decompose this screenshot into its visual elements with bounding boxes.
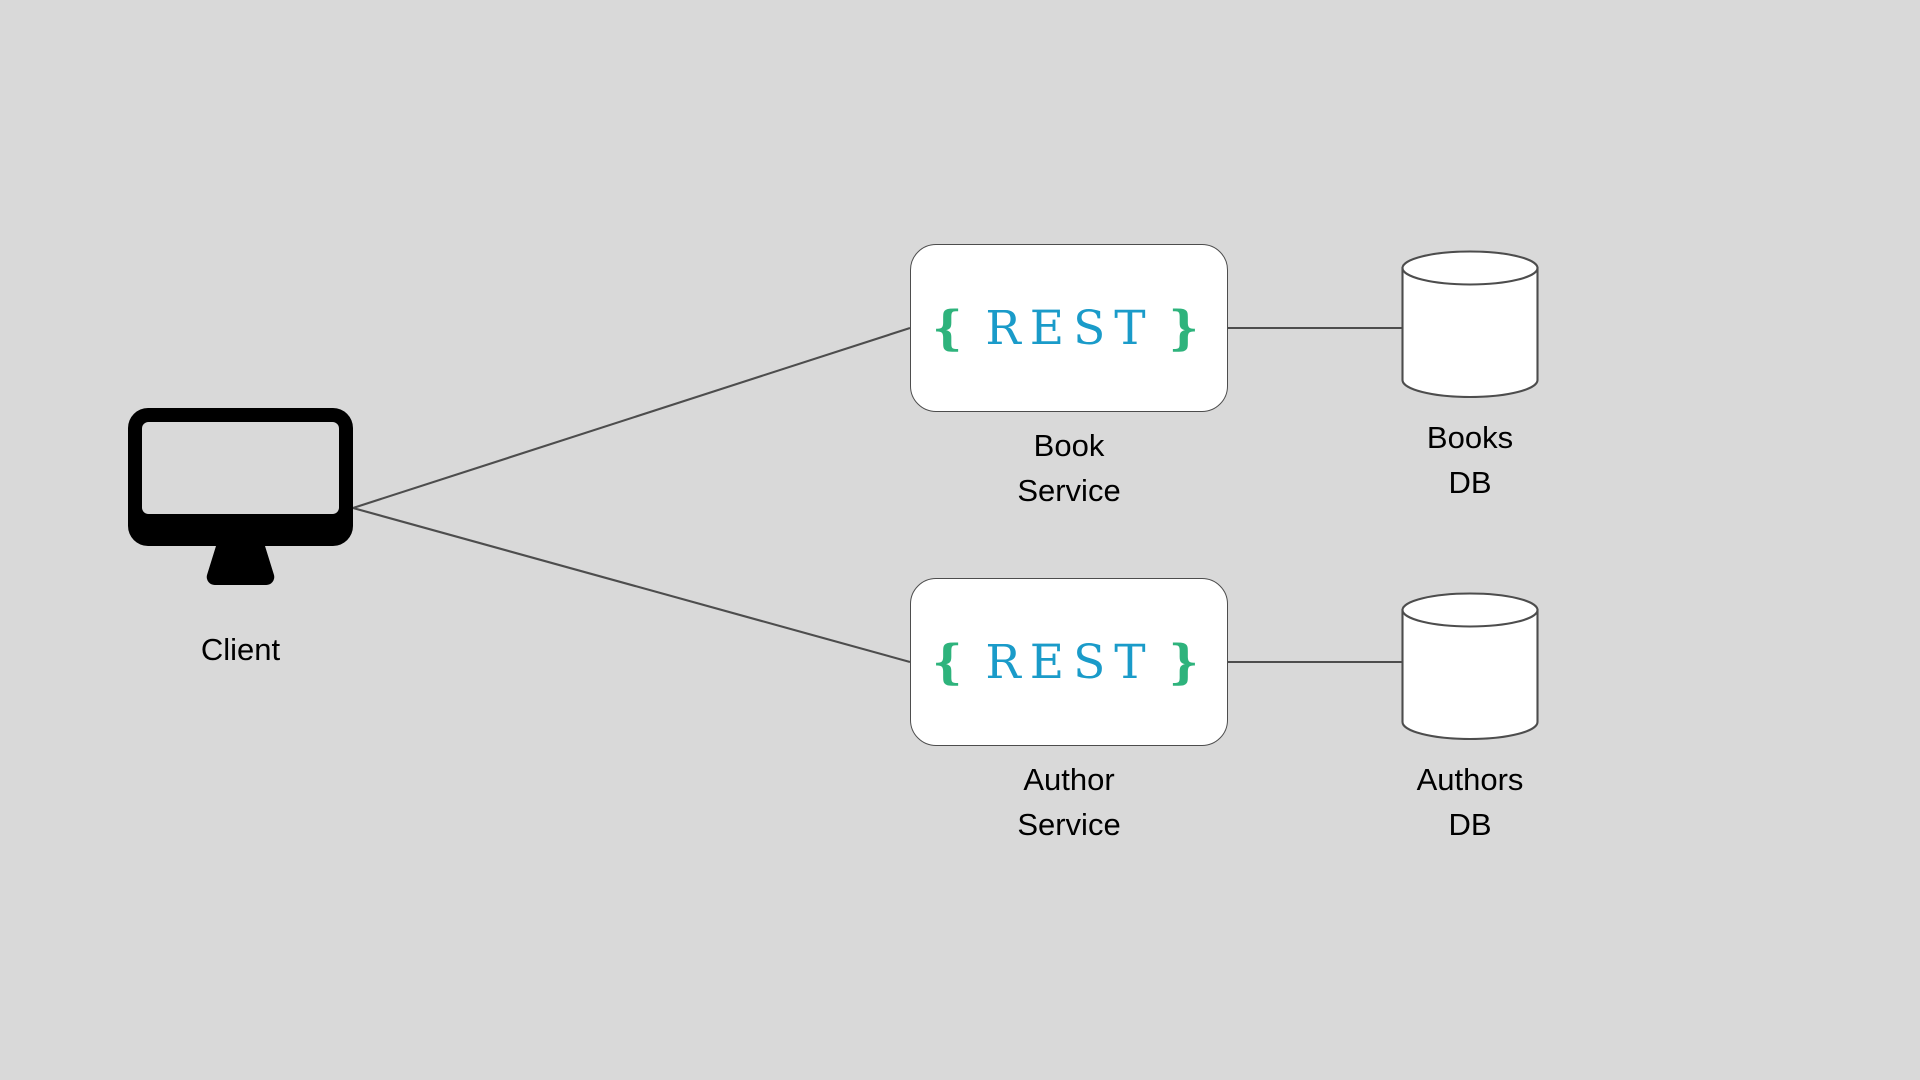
rest-logo-text: REST <box>985 300 1155 356</box>
database-cylinder-icon <box>1401 250 1539 398</box>
rest-right-brace: } <box>1168 300 1206 356</box>
rest-logo-text: REST <box>985 634 1155 690</box>
rest-left-brace: { <box>932 300 970 356</box>
node-label-books-db: Books DB <box>1426 420 1514 500</box>
node-label-authors-db: Authors DB <box>1416 762 1524 842</box>
node-books-db[interactable] <box>1401 250 1539 398</box>
node-label-client: Client <box>200 632 281 667</box>
node-book-service[interactable]: { REST} <box>910 244 1228 412</box>
node-authors-db[interactable] <box>1401 592 1539 740</box>
desktop-monitor-icon <box>128 408 353 586</box>
edge-client-to-book-service <box>352 327 911 509</box>
database-cylinder-icon <box>1401 592 1539 740</box>
rest-logo: { REST} <box>932 635 1206 690</box>
node-label-author-service: Author Service <box>1017 762 1121 842</box>
node-label-book-service: Book Service <box>1017 428 1121 508</box>
node-author-service[interactable]: { REST} <box>910 578 1228 746</box>
node-client[interactable] <box>128 408 353 588</box>
rest-right-brace: } <box>1168 634 1206 690</box>
rest-logo: { REST} <box>932 301 1206 356</box>
edge-client-to-author-service <box>352 506 911 664</box>
rest-left-brace: { <box>932 634 970 690</box>
